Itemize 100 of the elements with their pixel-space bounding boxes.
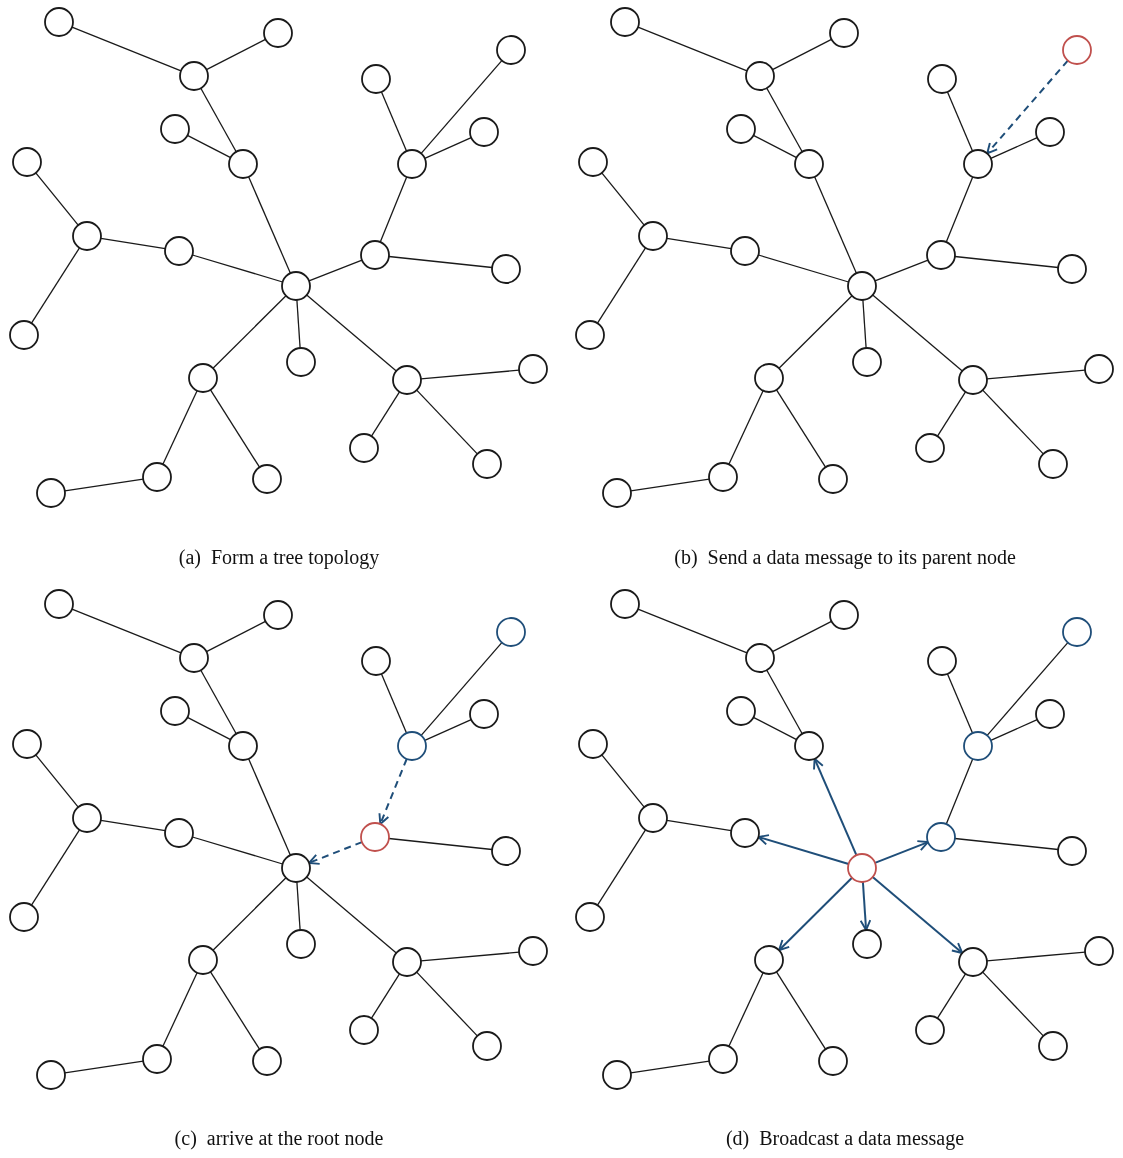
node-circle xyxy=(472,449,502,479)
connector-line xyxy=(416,971,478,1037)
caption: (b) Send a data message to its parent node xyxy=(674,546,1016,569)
node-circle xyxy=(36,1060,66,1090)
connector-line xyxy=(296,881,301,931)
connector-line xyxy=(775,971,827,1050)
node-circle xyxy=(252,1046,282,1076)
node-circle xyxy=(252,464,282,494)
connector-line xyxy=(420,59,503,155)
node-circle xyxy=(142,1044,172,1074)
node-circle xyxy=(188,945,218,975)
node-circle xyxy=(228,731,258,761)
node-circle xyxy=(360,240,390,270)
node-circle xyxy=(926,822,956,852)
connector-line xyxy=(209,971,261,1050)
node-circle xyxy=(1062,617,1092,647)
connector-line xyxy=(209,389,261,468)
connector-line xyxy=(596,829,647,906)
connector-line xyxy=(990,137,1038,159)
connector-line xyxy=(247,176,292,274)
connector-line xyxy=(666,819,732,832)
arrow xyxy=(859,881,872,931)
connector-line xyxy=(601,172,645,226)
node-circle xyxy=(915,433,945,463)
node-circle xyxy=(360,822,390,852)
node-circle xyxy=(12,729,42,759)
node-circle xyxy=(349,433,379,463)
connector-line xyxy=(212,877,287,951)
arrow xyxy=(874,840,929,864)
connector-line xyxy=(388,255,493,269)
node-circle xyxy=(602,1060,632,1090)
connector-line xyxy=(862,299,867,349)
connector-line xyxy=(766,87,803,153)
connector-line xyxy=(637,26,748,72)
node-circle xyxy=(1038,1031,1068,1061)
node-circle xyxy=(72,803,102,833)
connector-line xyxy=(306,876,397,954)
node-circle xyxy=(1057,836,1087,866)
connector-line xyxy=(162,390,198,465)
node-circle xyxy=(927,64,957,94)
node-circle xyxy=(847,853,877,883)
node-circle xyxy=(164,236,194,266)
node-circle xyxy=(188,363,218,393)
connector-line xyxy=(205,620,267,653)
node-circle xyxy=(361,646,391,676)
arrow xyxy=(871,876,964,954)
connector-line xyxy=(424,137,472,159)
connector-line xyxy=(186,716,232,741)
connector-line xyxy=(380,673,408,734)
connector-line xyxy=(308,259,363,282)
connector-line xyxy=(191,254,284,283)
node-circle xyxy=(281,853,311,883)
connector-line xyxy=(191,836,284,865)
node-circle xyxy=(179,643,209,673)
node-circle xyxy=(958,365,988,395)
connector-line xyxy=(813,176,858,274)
connector-line xyxy=(596,247,647,324)
connector-line xyxy=(986,369,1086,380)
node-circle xyxy=(160,696,190,726)
connector-line xyxy=(936,973,967,1019)
connector-line xyxy=(982,389,1044,455)
node-circle xyxy=(286,929,316,959)
node-circle xyxy=(72,221,102,251)
node-circle xyxy=(496,35,526,65)
node-circle xyxy=(818,464,848,494)
connector-line xyxy=(766,669,803,735)
node-circle xyxy=(491,836,521,866)
node-circle xyxy=(472,1031,502,1061)
node-circle xyxy=(397,731,427,761)
node-circle xyxy=(726,696,756,726)
node-circle xyxy=(164,818,194,848)
node-circle xyxy=(754,945,784,975)
node-circle xyxy=(44,7,74,37)
connector-line xyxy=(200,87,237,153)
node-circle xyxy=(397,149,427,179)
connector-line xyxy=(936,391,967,437)
connector-line xyxy=(296,299,301,349)
node-circle xyxy=(847,271,877,301)
connector-line xyxy=(370,973,401,1019)
node-circle xyxy=(1038,449,1068,479)
connector-line xyxy=(420,951,520,962)
node-circle xyxy=(228,149,258,179)
caption: (a) Form a tree topology xyxy=(178,546,380,569)
node-circle xyxy=(818,1046,848,1076)
node-circle xyxy=(575,902,605,932)
connector-line xyxy=(982,971,1044,1037)
node-circle xyxy=(281,271,311,301)
arrow xyxy=(986,59,1069,155)
node-circle xyxy=(361,64,391,94)
arrow xyxy=(813,757,858,857)
node-circle xyxy=(578,147,608,177)
node-circle xyxy=(349,1015,379,1045)
node-circle xyxy=(754,363,784,393)
node-circle xyxy=(958,947,988,977)
connector-line xyxy=(388,837,493,851)
connector-line xyxy=(370,391,401,437)
connector-line xyxy=(100,819,166,832)
node-circle xyxy=(44,589,74,619)
node-circle xyxy=(263,18,293,48)
arrow xyxy=(778,876,853,952)
